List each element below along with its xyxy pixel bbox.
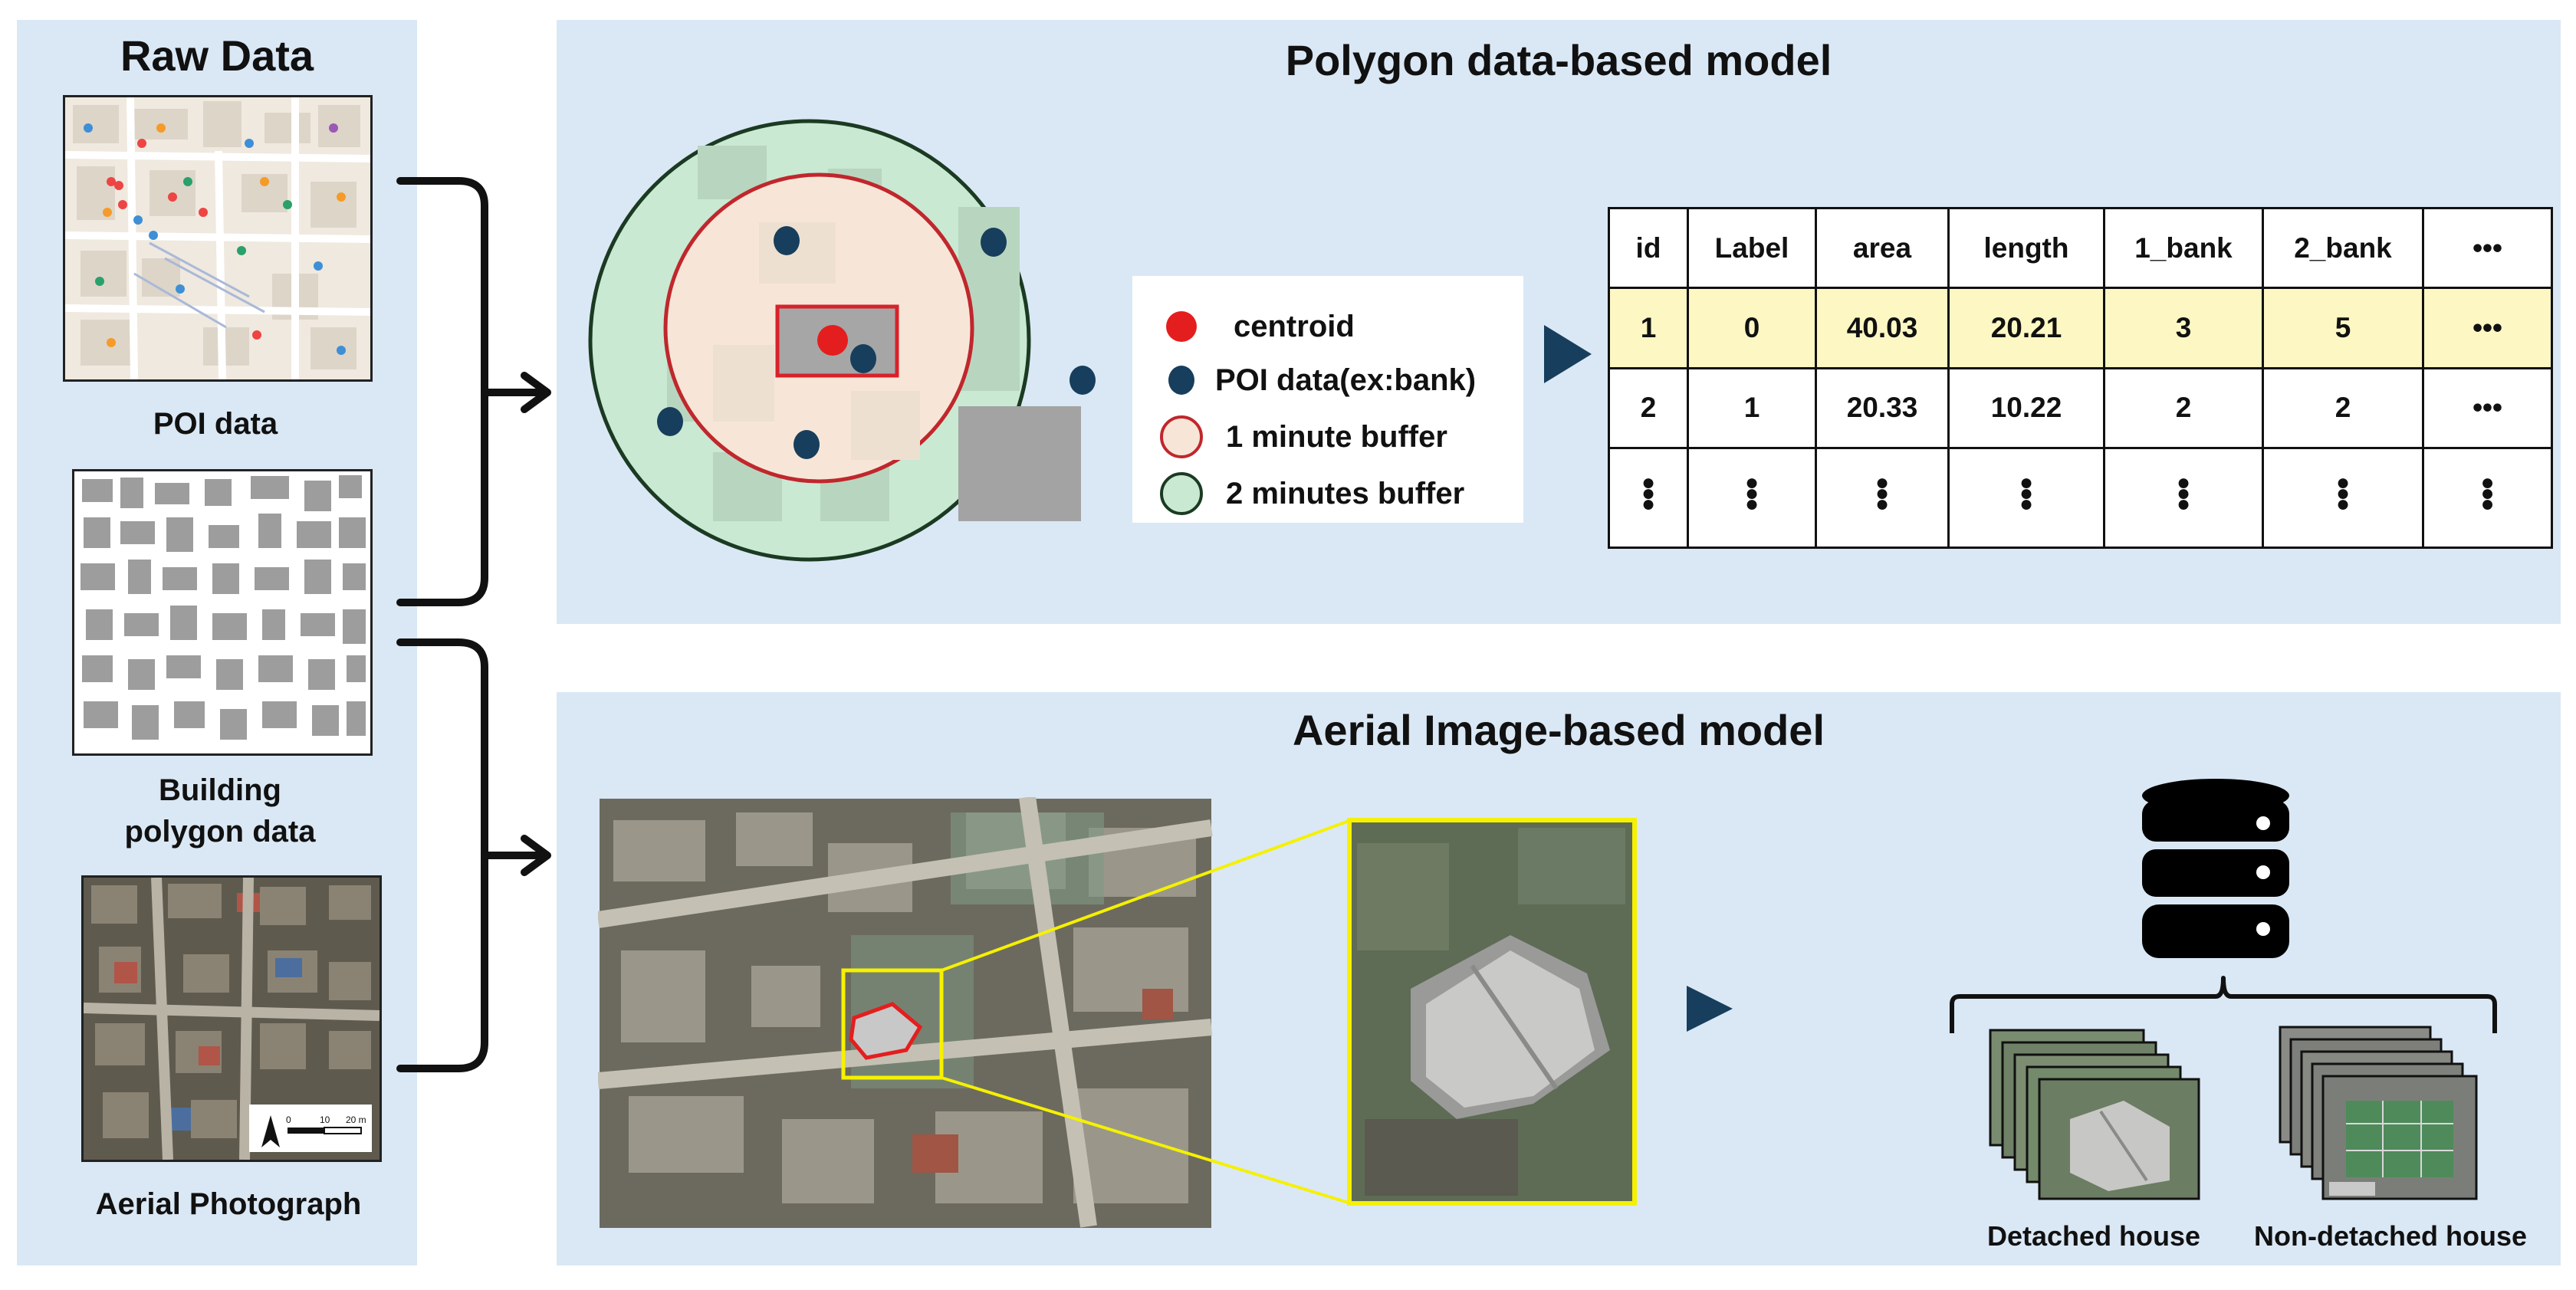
centroid-legend-icon [1166,311,1197,342]
table-ellipsis-row: ●●● ●●● ●●● ●●● ●●● ●●● ●●● [1608,447,2553,549]
buffer-diagram [588,119,1096,562]
vertical-ellipsis: ●●● [2262,447,2424,549]
table-cell: 2 [1608,366,1689,450]
aerial-model-title: Aerial Image-based model [1292,706,1825,754]
vertical-ellipsis: ●●● [1687,447,1817,549]
table-row: 2 1 20.33 10.22 2 2 ••• [1608,366,2553,450]
bracket-top [396,177,488,606]
bracket-bottom [396,638,488,1072]
aerial-zoom-figure [598,797,1733,1228]
table-cell: ••• [2422,366,2553,450]
table-cell: 5 [2262,287,2424,369]
table-header-cell: 1_bank [2103,206,2264,290]
poi-dot [774,226,800,255]
table-cell: 40.03 [1815,287,1950,369]
selected-house-outline [849,1002,923,1060]
buffer-legend: centroid POI data(ex:bank) 1 minute buff… [1132,276,1523,523]
legend-buffer-1min: 1 minute buffer [1132,414,1447,460]
vertical-ellipsis: ●●● [1815,447,1950,549]
table-cell: 3 [2103,287,2264,369]
legend-buffer-2min-label: 2 minutes buffer [1226,476,1465,510]
table-cell: 0 [1687,287,1817,369]
poi-data-label: POI data [153,407,278,441]
arrow-to-polygon-head [521,372,551,413]
crop-selection-box [841,968,944,1080]
table-cell: 20.21 [1947,287,2105,369]
detached-house-stack [1989,1029,2200,1200]
database-icon [2142,779,2289,958]
table-header-cell: ••• [2422,206,2553,290]
non-detached-house-stack [2279,1026,2478,1200]
legend-buffer-1min-label: 1 minute buffer [1226,419,1447,454]
centroid-dot [817,325,848,356]
category-brace [1950,976,2497,1033]
poi-dot [1070,366,1096,395]
poi-map-thumbnail [63,95,373,382]
poi-dot [657,407,683,436]
scale-bar-text-20: 20 m [346,1114,366,1125]
vertical-ellipsis: ●●● [1947,447,2105,549]
scale-bar-text-0: 0 [286,1114,291,1125]
table-cell: 2 [2103,366,2264,450]
arrow-to-table [1544,325,1592,383]
legend-centroid-label: centroid [1234,309,1355,343]
table-header-cell: length [1947,206,2105,290]
raw-data-title: Raw Data [120,31,314,80]
aerial-photograph-label: Aerial Photograph [95,1187,362,1221]
vertical-ellipsis: ●●● [2103,447,2264,549]
building-polygon-label-line1: Building [159,773,281,807]
poi-dot [981,228,1007,257]
buffer-1min-legend-icon [1160,415,1203,458]
table-cell: 1 [1687,366,1817,450]
legend-centroid: centroid [1132,304,1355,350]
table-cell: ••• [2422,287,2553,369]
table-header-row: id Label area length 1_bank 2_bank ••• [1608,206,2553,290]
table-cell: 1 [1608,287,1689,369]
building-polygon-thumbnail [72,469,373,756]
table-cell: 10.22 [1947,366,2105,450]
polygon-model-title: Polygon data-based model [1285,36,1832,84]
zoomed-house-image [1347,818,1637,1206]
table-cell: 2 [2262,366,2424,450]
table-header-cell: id [1608,206,1689,290]
detached-house-label: Detached house [1987,1220,2201,1252]
vertical-ellipsis: ●●● [2422,447,2553,549]
arrow-to-aerial-head [521,835,551,876]
aerial-photo-thumbnail: 0 10 20 m [81,875,382,1162]
bracket-connectors [396,177,551,1072]
table-header-cell: Label [1687,206,1817,290]
scale-bar-text-10: 10 [320,1114,330,1125]
poi-dot [850,344,876,373]
poi-legend-icon [1168,366,1194,395]
table-header-cell: 2_bank [2262,206,2424,290]
legend-buffer-2min: 2 minutes buffer [1132,471,1464,517]
table-row-highlighted: 1 0 40.03 20.21 3 5 ••• [1608,287,2553,369]
arrow-to-database [1687,986,1733,1032]
target-building-polygon [775,304,899,378]
vertical-ellipsis: ●●● [1608,447,1689,549]
building-polygon-label-line2: polygon data [124,815,316,849]
legend-poi: POI data(ex:bank) [1132,357,1476,403]
feature-table: id Label area length 1_bank 2_bank ••• 1… [1608,206,2553,549]
legend-poi-label: POI data(ex:bank) [1215,363,1477,397]
non-detached-house-label: Non-detached house [2254,1220,2528,1252]
poi-dot [794,430,820,459]
table-cell: 20.33 [1815,366,1950,450]
aerial-scene-image [598,797,1213,1228]
buffer-2min-legend-icon [1160,472,1203,515]
table-header-cell: area [1815,206,1950,290]
